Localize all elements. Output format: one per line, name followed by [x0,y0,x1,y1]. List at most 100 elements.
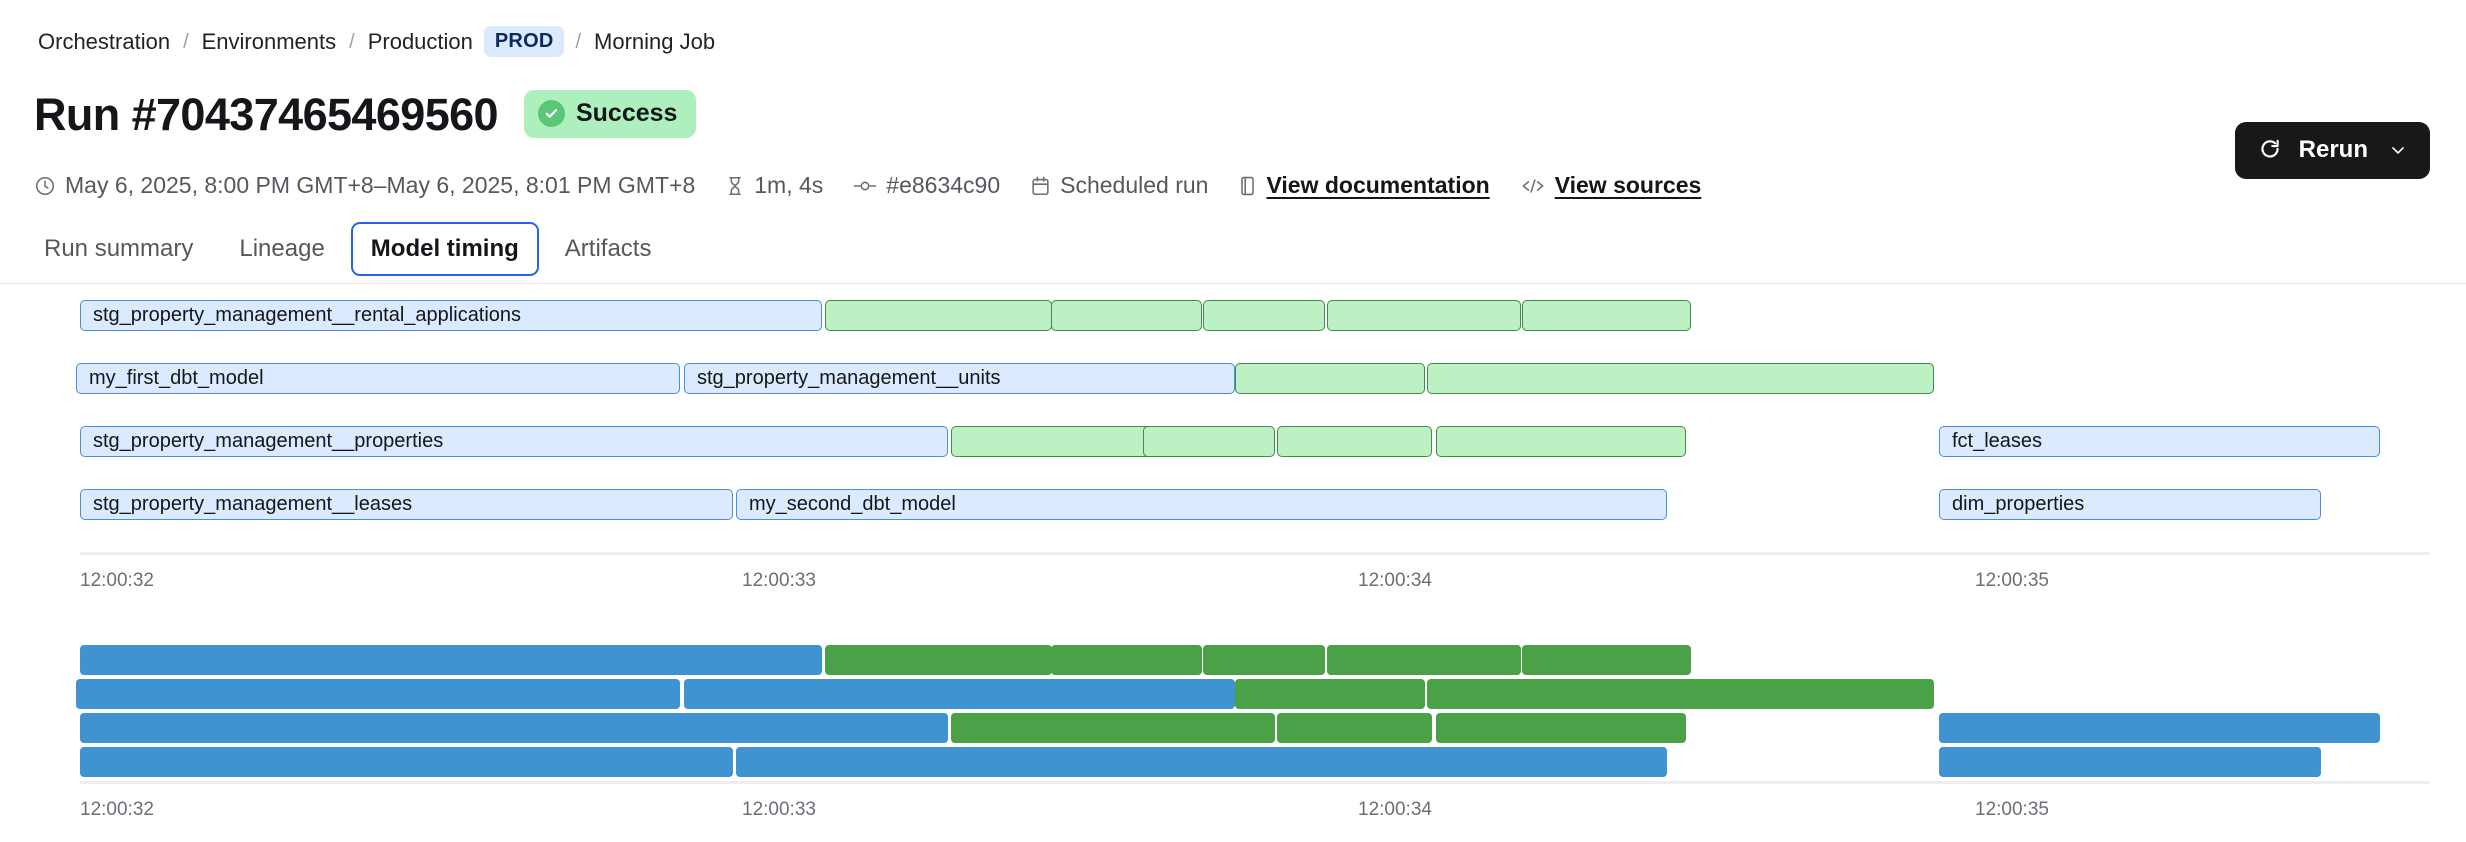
overview-bar-model[interactable] [684,679,1235,709]
breadcrumb-item-environments[interactable]: Environments [201,28,337,54]
breadcrumb-item-morning-job[interactable]: Morning Job [594,28,716,54]
overview-row [0,679,2466,709]
gantt-bar-model[interactable]: stg_property_management__properties [80,426,948,457]
gantt-bar-label: stg_property_management__properties [93,430,444,452]
meta-duration-text: 1m, 4s [754,172,824,198]
tab-model-timing[interactable]: Model timing [350,222,539,276]
overview-bar-test[interactable] [1436,713,1686,743]
gantt-bar-test[interactable] [1235,363,1425,394]
gantt-bar-label: stg_property_management__leases [93,493,413,515]
tab-artifacts[interactable]: Artifacts [564,235,652,262]
overview-axis-tick-label: 12:00:35 [1975,799,2049,820]
breadcrumb-item-production[interactable]: Production [367,28,473,54]
gantt-bar-test[interactable] [1427,363,1934,394]
gantt-bar-label: stg_property_management__rental_applicat… [93,304,522,326]
view-sources-link[interactable]: View sources [1554,172,1702,198]
tab-bar: Run summary Lineage Model timing Artifac… [24,222,671,276]
gantt-bar-test[interactable] [1277,426,1432,457]
overview-bar-test[interactable] [1277,713,1432,743]
gantt-bar-model[interactable]: my_first_dbt_model [76,363,680,394]
gantt-row: my_first_dbt_model stg_property_managemen… [0,363,2466,394]
breadcrumb-chip-prod: PROD [483,26,565,57]
chevron-down-icon[interactable] [2388,140,2408,160]
gantt-bar-model[interactable]: stg_property_management__leases [80,489,733,520]
gantt-bar-test[interactable] [1436,426,1686,457]
meta-timerange-text: May 6, 2025, 8:00 PM GMT+8–May 6, 2025, … [65,172,696,198]
overview-bar-test[interactable] [1051,645,1202,675]
gantt-bar-model[interactable]: my_second_dbt_model [736,489,1667,520]
gantt-row: stg_property_management__leases my_second… [0,489,2466,520]
axis-tick-label: 12:00:34 [1358,570,1432,591]
gantt-bar-test[interactable] [951,426,1152,457]
meta-trigger: Scheduled run [1030,172,1208,199]
overview-bar-model[interactable] [1939,713,2380,743]
tab-lineage[interactable]: Lineage [239,235,325,262]
meta-documentation[interactable]: View documentation [1238,172,1490,199]
page-title: Run #70437465469560 [34,88,499,140]
overview-bar-test[interactable] [1203,645,1325,675]
meta-timerange: May 6, 2025, 8:00 PM GMT+8–May 6, 2025, … [34,172,695,199]
breadcrumb-separator: / [575,30,582,53]
overview-bar-test[interactable] [1522,645,1691,675]
status-badge: Success [523,90,697,138]
overview-bar-model[interactable] [1939,747,2321,777]
meta-trigger-text: Scheduled run [1060,172,1209,198]
status-label: Success [575,99,678,127]
gantt-bar-label: my_second_dbt_model [749,493,956,515]
overview-bar-test[interactable] [1327,645,1521,675]
overview-bar-test[interactable] [1235,679,1425,709]
gantt-bar-label: my_first_dbt_model [89,367,264,389]
gantt-bar-model[interactable]: stg_property_management__units [684,363,1235,394]
breadcrumb-separator: / [349,30,355,53]
overview-row [0,747,2466,777]
gantt-bar-test[interactable] [1051,300,1202,331]
book-icon [1238,175,1257,197]
header-divider [0,283,2466,284]
tab-run-summary[interactable]: Run summary [44,235,194,262]
breadcrumb: Orchestration / Environments / Productio… [36,26,717,57]
axis-tick-label: 12:00:33 [742,570,816,591]
rerun-button[interactable]: Rerun [2234,122,2430,179]
meta-sources[interactable]: View sources [1520,172,1702,199]
gantt-bar-test[interactable] [1143,426,1275,457]
axis-tick-label: 12:00:32 [80,570,154,591]
gantt-bar-model[interactable]: stg_property_management__rental_applicat… [80,300,822,331]
code-icon [1520,175,1546,197]
gantt-bar-test[interactable] [1522,300,1691,331]
overview-bar-model[interactable] [80,645,822,675]
view-documentation-link[interactable]: View documentation [1266,172,1490,198]
overview-bar-model[interactable] [80,713,948,743]
gantt-bar-label: stg_property_management__units [697,367,1001,389]
overview-axis-tick-label: 12:00:32 [80,799,154,820]
overview-bar-model[interactable] [80,747,733,777]
overview-axis-tick-label: 12:00:33 [742,799,816,820]
overview-bar-test[interactable] [825,645,1052,675]
gantt-bar-model[interactable]: fct_leases [1939,426,2380,457]
overview-axis-line [80,781,2430,784]
gantt-row: stg_property_management__rental_applicat… [0,300,2466,331]
overview-bar-test[interactable] [1427,679,1934,709]
meta-commit-text: #e8634c90 [886,172,1001,198]
gantt-bar-model[interactable]: dim_properties [1939,489,2321,520]
overview-bar-model[interactable] [76,679,680,709]
gantt-bar-test[interactable] [825,300,1052,331]
breadcrumb-item-orchestration[interactable]: Orchestration [38,28,171,54]
clock-icon [34,175,56,197]
gantt-row: stg_property_management__properties fct_l… [0,426,2466,457]
gantt-bar-test[interactable] [1203,300,1325,331]
gantt-bar-test[interactable] [1327,300,1521,331]
overview-row [0,645,2466,675]
calendar-icon [1030,175,1051,197]
overview-bar-test[interactable] [951,713,1152,743]
gantt-axis-line [80,552,2430,555]
overview-bar-model[interactable] [736,747,1667,777]
overview-row [0,713,2466,743]
run-meta: May 6, 2025, 8:00 PM GMT+8–May 6, 2025, … [34,172,1731,199]
breadcrumb-separator: / [183,30,189,53]
rerun-label: Rerun [2298,136,2368,163]
overview-bar-test[interactable] [1143,713,1275,743]
